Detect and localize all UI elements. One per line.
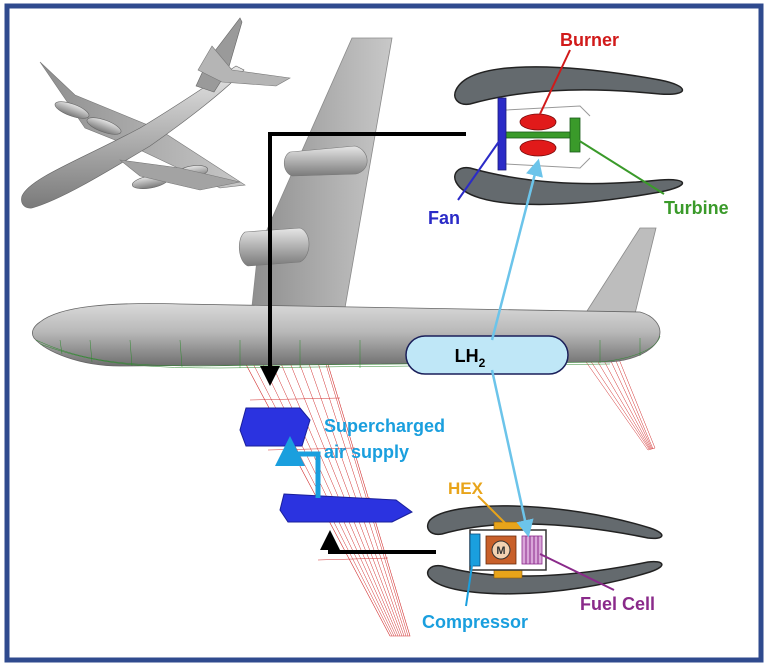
compressor-label: Compressor xyxy=(422,612,528,632)
air-flow-arrow-top xyxy=(260,132,466,386)
upper-wing-tank xyxy=(239,407,311,447)
supercharged-label-line2: air supply xyxy=(324,442,409,462)
compressor-leader xyxy=(465,551,475,607)
lh2-label: LH xyxy=(455,346,479,366)
nacelle-lower xyxy=(454,166,683,206)
turbine-blade xyxy=(569,117,581,153)
svg-text:LH2: LH2 xyxy=(455,346,486,370)
lh2-to-burner-arrow xyxy=(490,158,543,341)
large-aircraft xyxy=(32,37,661,637)
hex-upper xyxy=(493,521,523,531)
burner-lower xyxy=(519,139,557,157)
upper-engine-1 xyxy=(283,145,368,177)
lh2-tank: LH2 xyxy=(405,335,569,375)
lh2-subscript: 2 xyxy=(479,356,486,370)
turbine-label: Turbine xyxy=(664,198,729,218)
fc-nacelle-upper xyxy=(426,505,663,540)
hex-lower xyxy=(493,569,523,579)
fuel-cell-leader xyxy=(539,553,615,591)
air-flow-arrow-bottom xyxy=(320,530,436,554)
fuel-cell-engine-schematic: M xyxy=(426,505,663,595)
aircraft-3d-icon xyxy=(21,17,291,209)
fan-blade xyxy=(497,97,507,171)
hex-leader xyxy=(477,495,507,525)
turbine-leader xyxy=(577,139,665,195)
fan-shaft-icon xyxy=(503,131,575,139)
fuel-cell-label: Fuel Cell xyxy=(580,594,655,614)
nacelle-upper xyxy=(454,66,683,106)
lower-wing-tank xyxy=(279,493,413,523)
fc-nacelle-lower xyxy=(426,560,663,595)
fan-leader xyxy=(457,139,501,201)
fan-label: Fan xyxy=(428,208,460,228)
supercharged-label-line1: Supercharged xyxy=(324,416,445,436)
upper-engine-2 xyxy=(239,227,310,267)
fuel-cell-stack xyxy=(521,535,543,565)
lh2-to-fuel-cell-arrow xyxy=(490,369,534,538)
burner-upper xyxy=(519,113,557,131)
motor-label: M xyxy=(496,545,505,557)
motor-icon xyxy=(491,540,511,560)
hex-label: HEX xyxy=(448,479,484,498)
supercharged-supply-arrow xyxy=(275,436,321,498)
burner-leader xyxy=(539,49,571,115)
burner-label: Burner xyxy=(560,30,619,50)
compressor-block xyxy=(469,533,481,567)
turbofan-schematic xyxy=(454,66,683,206)
